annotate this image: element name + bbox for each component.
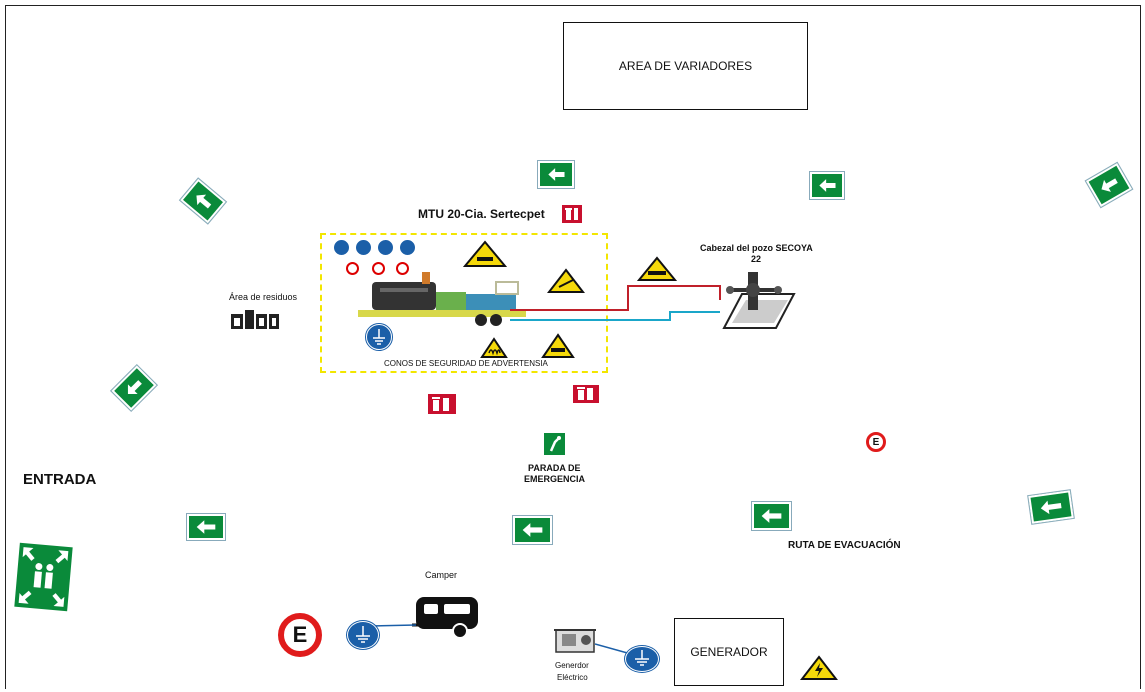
parking-sign-small-letter: E xyxy=(872,436,880,448)
assembly-point-sign xyxy=(14,542,73,612)
area-residuos-label: Área de residuos xyxy=(229,292,298,302)
ground-icon-generator xyxy=(624,645,660,673)
no-fire-icon xyxy=(346,262,359,275)
generador-label: GENERADOR xyxy=(690,645,768,659)
ground-icon-mtu xyxy=(365,323,393,351)
exit-sign-arrow-rotated-left xyxy=(110,363,158,413)
ruta-evacuacion-label: RUTA DE EVACUACIÓN xyxy=(788,540,901,551)
mtu-safety-cone-perimeter xyxy=(320,233,608,373)
flow-lines xyxy=(510,285,721,321)
gloves-ppe-icon xyxy=(400,240,415,255)
parking-sign-small: E xyxy=(866,432,886,452)
electric-generator-icon xyxy=(554,629,596,653)
fire-extinguisher-icon-right xyxy=(573,385,599,403)
generator-ground-line xyxy=(595,643,632,655)
camper-label: Camper xyxy=(425,570,458,580)
warning-triangle-icon-wellhead xyxy=(637,256,677,281)
wellhead-illustration xyxy=(722,272,796,329)
cabezal-label-line2: 22 xyxy=(751,254,762,264)
exit-sign-arrow-rotated-topleft xyxy=(178,177,228,225)
emergency-stop-icon xyxy=(544,433,565,455)
warning-triangle-icon-1 xyxy=(463,240,507,267)
camper-icon xyxy=(412,597,478,639)
exit-sign-arrow-left-ruta xyxy=(751,501,792,531)
parking-sign-large: E xyxy=(278,613,322,657)
warning-triangle-icon-4 xyxy=(541,333,575,358)
area-variadores-box: AREA DE VARIADORES xyxy=(563,22,808,110)
mtu-title: MTU 20-Cia. Sertecpet xyxy=(418,207,545,221)
parking-sign-large-letter: E xyxy=(292,622,308,647)
exit-sign-arrow-left-right-edge xyxy=(1027,489,1075,525)
exit-sign-arrow-left-2 xyxy=(809,171,845,200)
warning-triangle-icon-2 xyxy=(547,268,585,293)
parada-line1: PARADA DE xyxy=(528,463,581,473)
ground-icon-camper xyxy=(346,620,380,650)
entrada-label: ENTRADA xyxy=(23,471,97,488)
warning-triangle-icon-3 xyxy=(480,337,508,358)
exit-sign-arrow-left-entrada xyxy=(186,513,226,541)
exit-sign-arrow-left-center xyxy=(512,515,553,545)
electric-hazard-warning-icon xyxy=(800,655,838,680)
fire-extinguisher-icon-left xyxy=(428,394,456,414)
fire-extinguisher-icon-top xyxy=(562,205,582,223)
waste-bins-icon xyxy=(231,310,279,329)
diagram-frame xyxy=(5,5,1141,689)
ear-protection-ppe-icon xyxy=(356,240,371,255)
generador-electrico-line1: Generdor xyxy=(555,661,589,670)
helmet-ppe-icon xyxy=(334,240,349,255)
mtu-unit-illustration xyxy=(358,272,526,326)
camper-ground-line xyxy=(370,624,417,627)
no-phone-icon xyxy=(372,262,385,275)
goggles-ppe-icon xyxy=(378,240,393,255)
exit-sign-arrow-rotated-topright xyxy=(1084,161,1134,209)
generador-electrico-line2: Eléctrico xyxy=(557,673,588,682)
cabezal-label-line1: Cabezal del pozo SECOYA xyxy=(700,243,813,253)
no-smoking-icon xyxy=(396,262,409,275)
conos-label: CONOS DE SEGURIDAD DE ADVERTENSIA xyxy=(384,359,548,368)
generador-box: GENERADOR xyxy=(674,618,784,686)
parada-line2: EMERGENCIA xyxy=(524,474,586,484)
exit-sign-arrow-left-1 xyxy=(537,160,575,189)
area-variadores-label: AREA DE VARIADORES xyxy=(618,59,753,73)
